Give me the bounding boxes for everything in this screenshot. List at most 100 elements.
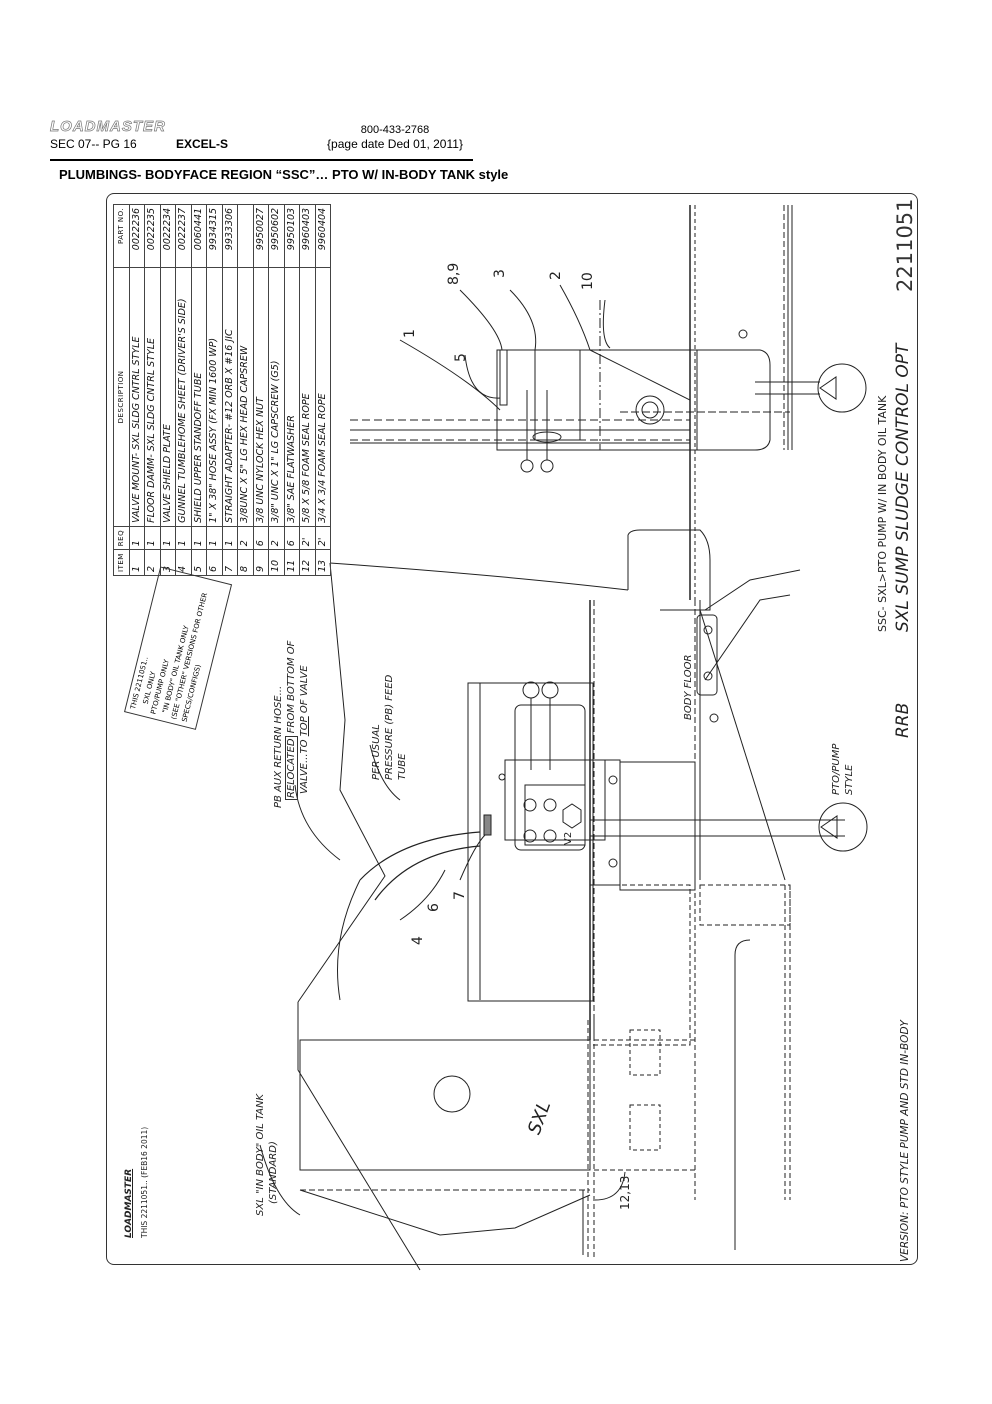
bom-description: SHIELD UPPER STANDOFF TUBE xyxy=(191,267,207,527)
bom-req: 1 xyxy=(129,526,145,550)
version-note: VERSION: PTO STYLE PUMP AND STD IN-BODY xyxy=(899,1020,911,1262)
bom-req: 6 xyxy=(284,526,300,550)
bom-part-no: 0022237 xyxy=(175,204,191,268)
bom-description: 1" X 38" HOSE ASSY (FX MIN 1600 WP) xyxy=(206,267,222,527)
return-hose-line: VALVE...TO xyxy=(299,736,310,794)
pto-pump-line: STYLE xyxy=(844,764,855,795)
bom-part-no: 9934315 xyxy=(206,204,222,268)
bom-part-no: 0022235 xyxy=(144,204,160,268)
bom-header-description: DESCRIPTION xyxy=(113,267,129,527)
bom-part-no: 0060441 xyxy=(191,204,207,268)
return-hose-line: PB AUX RETURN HOSE... xyxy=(273,685,284,808)
bom-header-req: REQ xyxy=(113,526,129,550)
page-date: {page date Ded 01, 2011} xyxy=(327,137,463,151)
bom-part-no: 9960403 xyxy=(299,204,315,268)
bom-header-item: ITEM xyxy=(113,549,129,576)
bom-part-no: 9950602 xyxy=(268,204,284,268)
callout-4: 4 xyxy=(410,936,426,945)
pto-pump-line: PTO/PUMP xyxy=(831,743,842,795)
bom-req: 2 xyxy=(268,526,284,550)
callout-5: 5 xyxy=(453,353,469,362)
valve-label: V2 xyxy=(563,831,574,845)
loadmaster-logo: LOADMASTER xyxy=(50,118,166,136)
drawing-title: SXL SUMP SLUDGE CONTROL OPT xyxy=(893,343,913,632)
bom-req: 1 xyxy=(206,526,222,550)
bom-header-part-no: PART NO. xyxy=(113,204,129,268)
bom-description: 3/8" UNC X 1" LG CAPSCREW (G5) xyxy=(268,267,284,527)
pressure-feed-note: PER USUAL PRESSURE (PB) FEED TUBE xyxy=(370,675,409,780)
bom-item: 7 xyxy=(222,549,238,576)
bom-description: VALVE SHIELD PLATE xyxy=(160,267,176,527)
bom-part-no: 0022236 xyxy=(129,204,145,268)
oil-tank-line: (STANDARD) xyxy=(268,1141,279,1204)
page-title: PLUMBINGS- BODYFACE REGION “SSC”… PTO W/… xyxy=(59,167,509,182)
stamp-logo: LOADMASTER xyxy=(124,1168,134,1238)
bom-description: STRAIGHT ADAPTER- #12 ORB X #16 JIC xyxy=(222,267,238,527)
bom-part-no: 0022234 xyxy=(160,204,176,268)
bom-item: 13 xyxy=(315,549,331,576)
drawing-number: 2211051 xyxy=(893,198,917,292)
bom-description: 3/8UNC X 5" LG HEX HEAD CAPSREW xyxy=(237,267,253,527)
bom-req: 2' xyxy=(299,526,315,550)
tank-port-icon xyxy=(433,1075,471,1113)
drawn-by: RRB xyxy=(893,702,913,738)
bom-req: 2 xyxy=(237,526,253,550)
callout-3: 3 xyxy=(492,269,508,278)
bom-description: FLOOR DAMM- SXL SLDG CNTRL STYLE xyxy=(144,267,160,527)
pressure-feed-line: PER USUAL xyxy=(371,724,382,780)
oil-tank-line: SXL "IN BODY" OIL TANK xyxy=(255,1093,266,1216)
bom-req: 2' xyxy=(315,526,331,550)
body-floor-label: BODY FLOOR xyxy=(683,654,694,720)
bom-part-no: 9960404 xyxy=(315,204,331,268)
oil-tank-label: SXL "IN BODY" OIL TANK (STANDARD) xyxy=(254,1094,280,1216)
bom-item: 2 xyxy=(144,549,160,576)
phone-number: 800-433-2768 xyxy=(360,124,430,136)
bom-item: 10 xyxy=(268,549,284,576)
header-divider xyxy=(50,159,473,161)
pressure-feed-line: PRESSURE (PB) FEED xyxy=(384,674,395,780)
bom-req: 1 xyxy=(222,526,238,550)
section-page-label: SEC 07-- PG 16 xyxy=(50,137,137,151)
callout-7: 7 xyxy=(452,891,468,900)
bom-item: 9 xyxy=(253,549,269,576)
bom-part-no xyxy=(237,204,253,268)
callout-6: 6 xyxy=(426,903,442,912)
bom-item: 11 xyxy=(284,549,300,576)
hole-icon xyxy=(738,329,748,339)
bom-req: 1 xyxy=(160,526,176,550)
top-label: TOP xyxy=(299,716,310,737)
pto-pump-style-label: PTO/PUMP STYLE xyxy=(830,744,856,795)
callout-12-13: 12,13 xyxy=(618,1175,632,1210)
return-hose-note: PB AUX RETURN HOSE... RELOCATED FROM BOT… xyxy=(272,641,311,808)
pressure-feed-line: TUBE xyxy=(397,753,408,780)
stamp-text: THIS 2211051.. (FEB16 2011) xyxy=(140,1126,149,1238)
bom-item: 12 xyxy=(299,549,315,576)
bom-description: 3/8" SAE FLATWASHER xyxy=(284,267,300,527)
bom-req: 1 xyxy=(191,526,207,550)
bom-part-no: 9950103 xyxy=(284,204,300,268)
model-label: EXCEL-S xyxy=(176,137,229,151)
bom-item: 8 xyxy=(237,549,253,576)
drawing-subtitle: SSC- SXL>PTO PUMP W/ IN BODY OIL TANK xyxy=(876,395,889,632)
bom-part-no: 9950027 xyxy=(253,204,269,268)
bom-item: 1 xyxy=(129,549,145,576)
callout-2: 2 xyxy=(548,271,564,280)
bom-description: VALVE MOUNT- SXL SLDG CNTRL STYLE xyxy=(129,267,145,527)
bom-description: 5/8 X 5/8 FOAM SEAL ROPE xyxy=(299,267,315,527)
return-hose-line: FROM BOTTOM OF xyxy=(286,640,297,737)
bom-description: 3/8 UNC NYLOCK HEX NUT xyxy=(253,267,269,527)
bom-item: 6 xyxy=(206,549,222,576)
bom-part-no: 9933306 xyxy=(222,204,238,268)
